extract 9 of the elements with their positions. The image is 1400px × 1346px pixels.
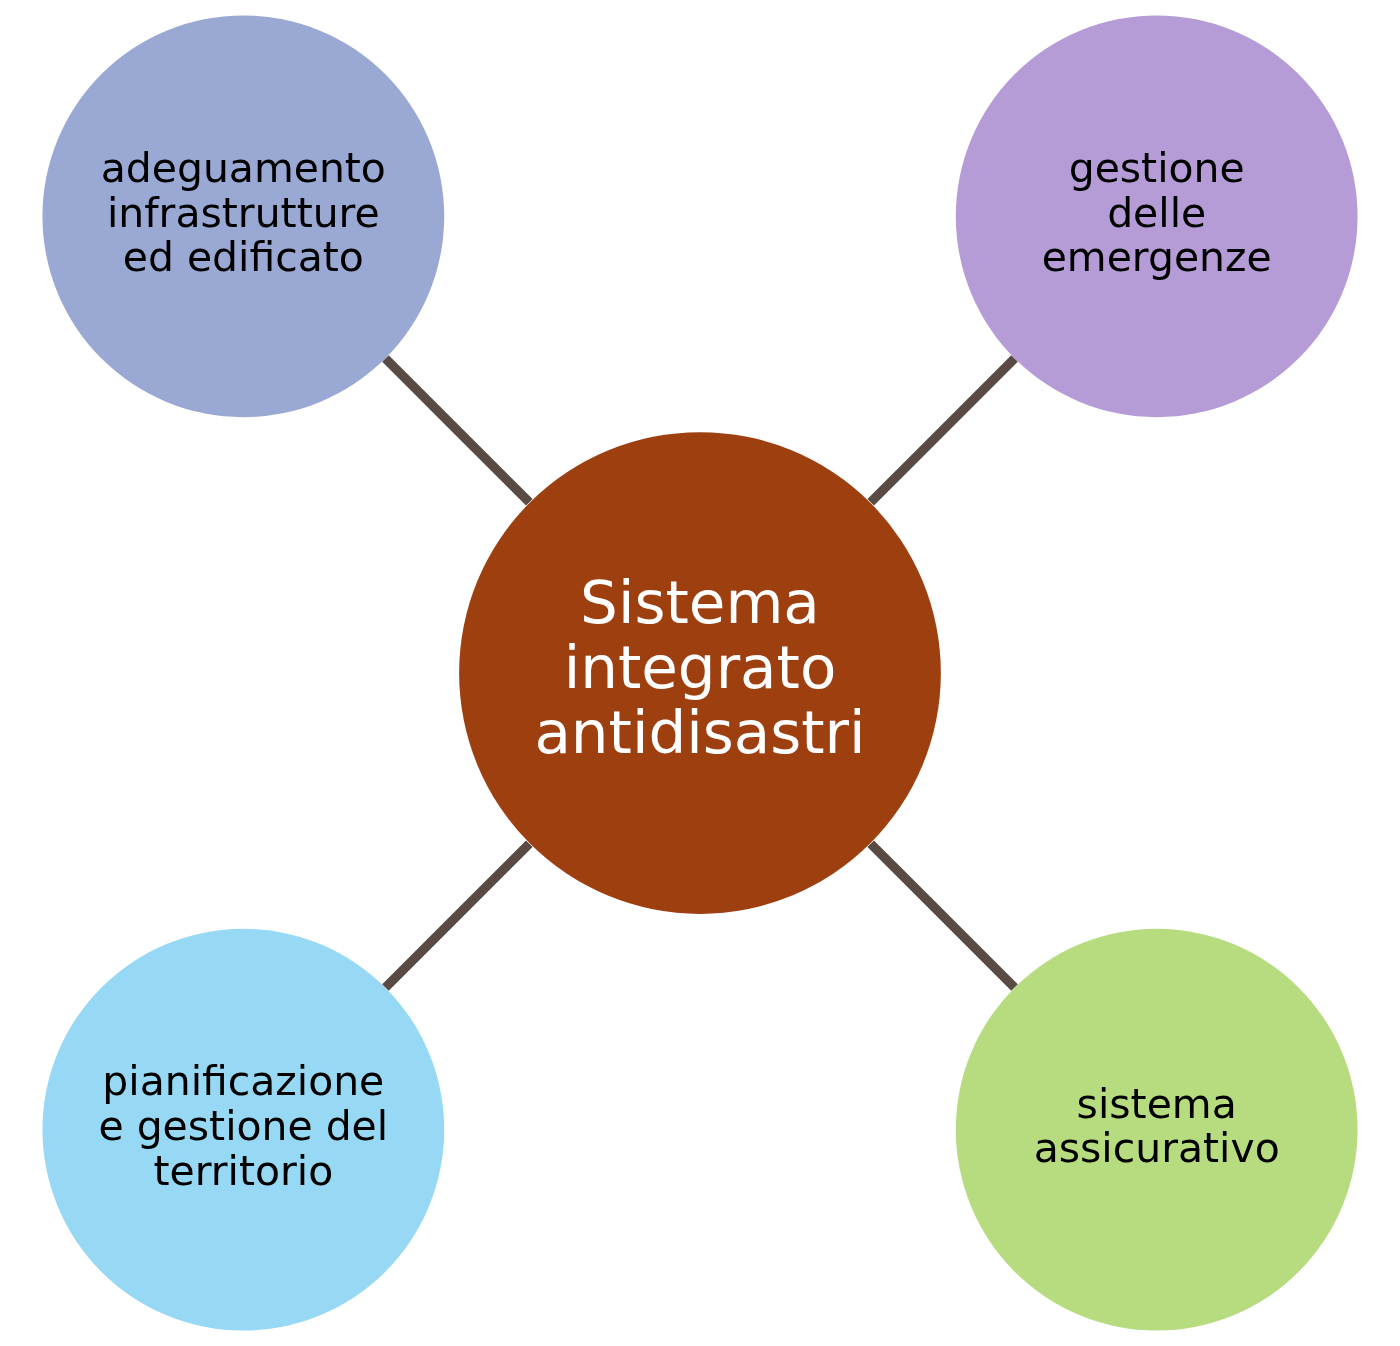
node-circle: pianificazione e gestione del territorio bbox=[42, 928, 445, 1331]
node-circle: Sistema integrato antidisastri bbox=[459, 432, 941, 914]
connector bbox=[382, 840, 533, 991]
node-circle: gestione delle emergenze bbox=[955, 15, 1358, 418]
connector bbox=[867, 355, 1018, 506]
node-circle: adeguamento infrastrutture ed edificato bbox=[42, 15, 445, 418]
connector bbox=[382, 355, 533, 506]
connector bbox=[867, 840, 1018, 991]
node-circle: sistema assicurativo bbox=[955, 928, 1358, 1331]
